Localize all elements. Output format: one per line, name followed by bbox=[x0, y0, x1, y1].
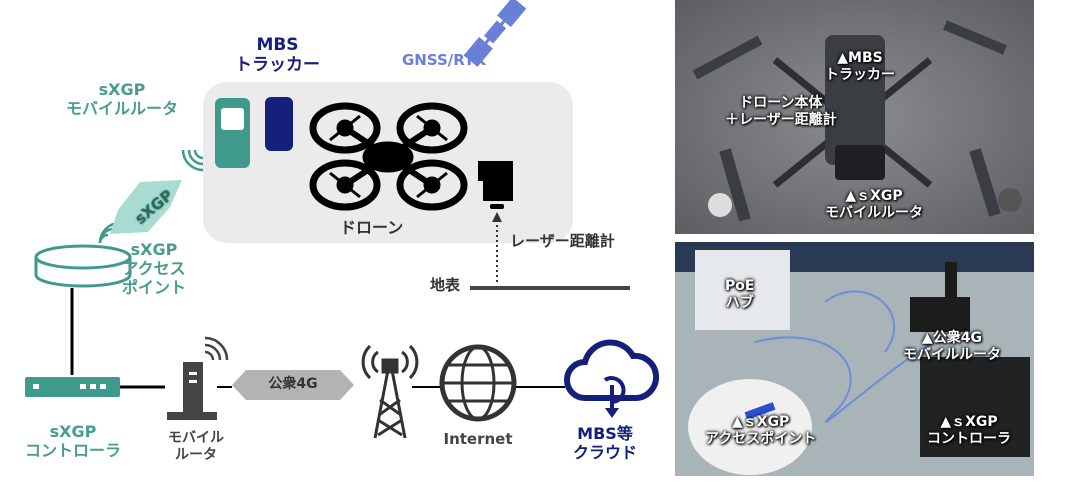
photo-label-drone-body: ドローン本体＋レーザー距離計 bbox=[725, 95, 837, 128]
laser-label: レーザー距離計 bbox=[510, 232, 615, 250]
cell-tower-icon bbox=[361, 344, 419, 439]
internet-label: Internet bbox=[443, 430, 513, 448]
ground-photo-image bbox=[675, 242, 1034, 475]
laser-rangefinder-icon bbox=[478, 161, 513, 209]
diagram-graphics bbox=[25, 0, 660, 439]
sxgp-link-shape bbox=[110, 180, 182, 234]
satellite-icon bbox=[463, 0, 527, 67]
mobile-router-icon bbox=[167, 336, 229, 420]
ground-label: 地表 bbox=[430, 276, 461, 294]
mbs-tracker-icon bbox=[265, 97, 293, 151]
public4g-label: 公衆4G bbox=[268, 376, 318, 392]
drone-icon bbox=[309, 102, 468, 211]
controller-icon bbox=[25, 377, 120, 397]
cloud-icon bbox=[564, 339, 660, 418]
drone-label: ドローン bbox=[340, 218, 404, 237]
drone-photo-image bbox=[692, 20, 1022, 222]
public4g-link-shape bbox=[232, 370, 354, 400]
globe-icon bbox=[439, 344, 517, 422]
gnss-label: GNSS/RTK bbox=[402, 51, 487, 69]
cloud-label: MBS等クラウド bbox=[572, 424, 637, 463]
mobile-router-label: モバイルルータ bbox=[168, 430, 224, 463]
access-point-icon bbox=[34, 244, 132, 288]
